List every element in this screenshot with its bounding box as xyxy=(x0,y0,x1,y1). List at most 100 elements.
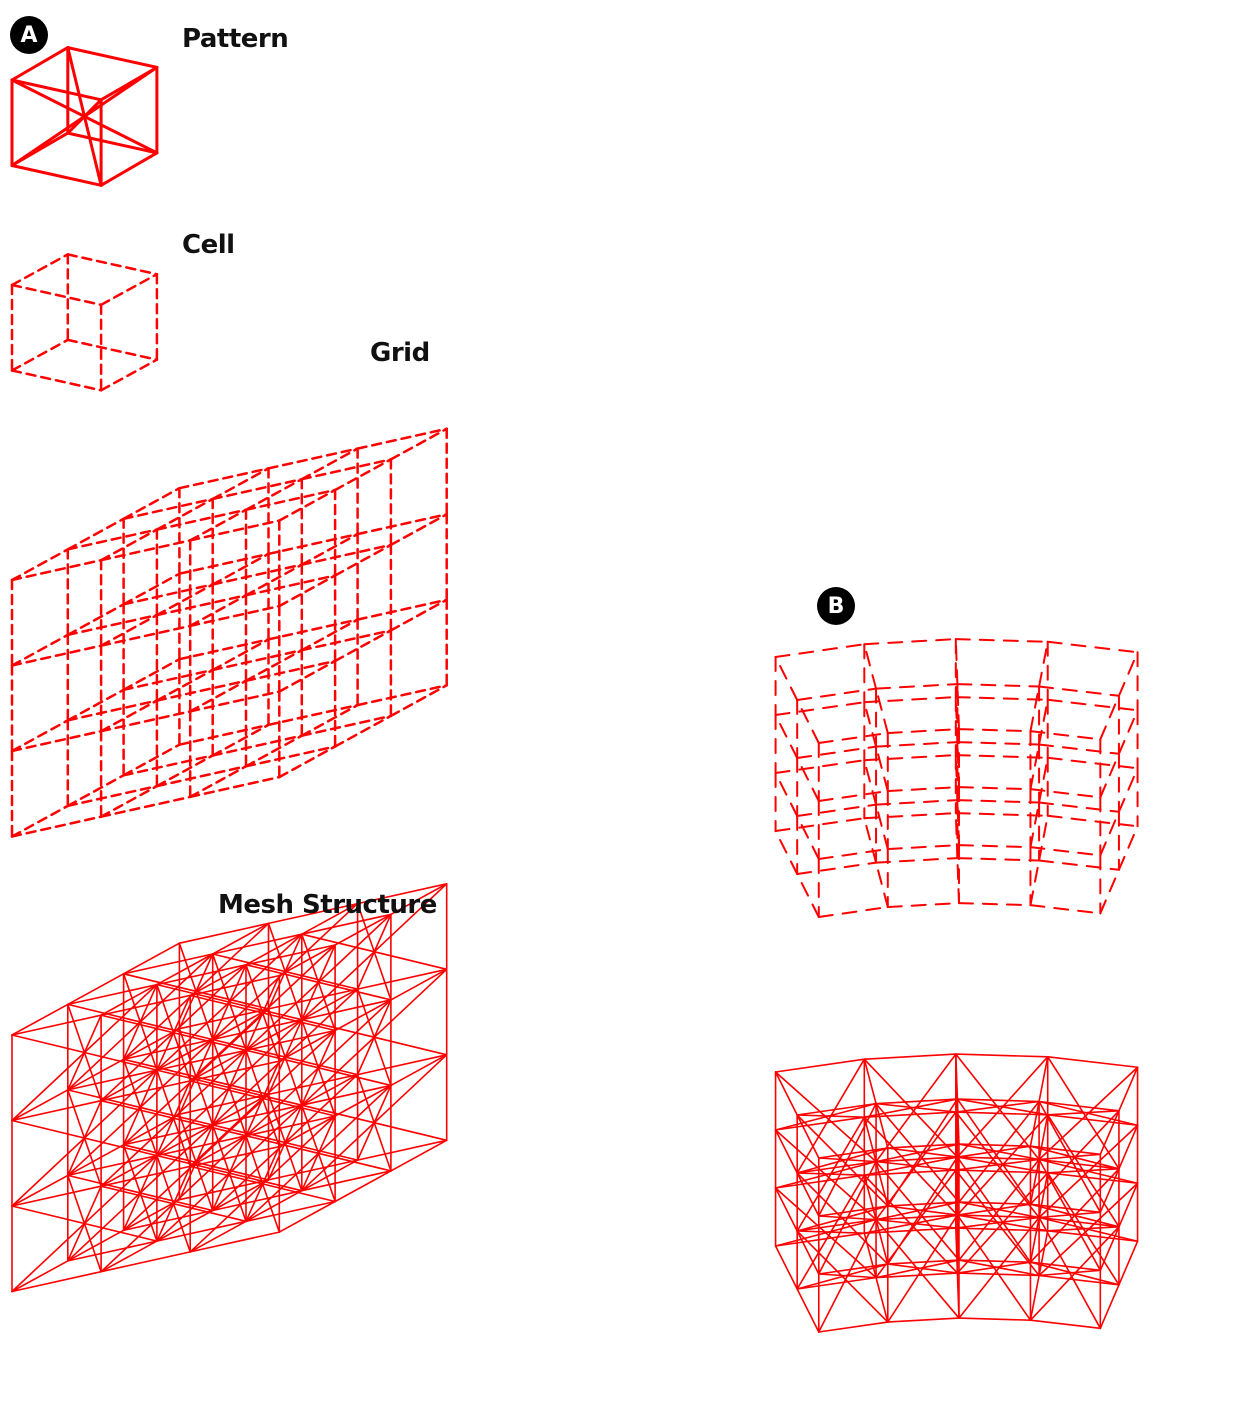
lattice-edge xyxy=(68,974,124,1005)
pattern-label: Pattern xyxy=(182,24,288,54)
lattice-edge xyxy=(797,863,876,874)
lattice-edge xyxy=(391,1140,447,1171)
lattice-edge xyxy=(1119,710,1138,754)
lattice-edge xyxy=(1030,744,1039,789)
lattice-edge xyxy=(1039,1067,1137,1159)
lattice-edge xyxy=(1039,1125,1137,1217)
lattice-edge xyxy=(179,725,268,745)
lattice-edge xyxy=(864,818,876,862)
lattice-edge xyxy=(776,831,798,874)
lattice-edge xyxy=(101,530,157,561)
lattice-edge xyxy=(864,1117,957,1215)
lattice-edge xyxy=(819,849,888,859)
lattice-edge xyxy=(776,1188,798,1231)
lattice-edge xyxy=(246,661,335,681)
curved-mesh-structure xyxy=(776,1054,1138,1332)
lattice-edge xyxy=(776,818,865,831)
lattice-edge xyxy=(213,725,269,756)
lattice-edge xyxy=(776,773,798,816)
lattice-edge xyxy=(190,510,246,541)
lattice-edge xyxy=(269,705,358,725)
lattice-edge xyxy=(213,1105,302,1125)
lattice-edge xyxy=(956,813,1048,816)
lattice-edge xyxy=(101,274,157,305)
lattice-edge xyxy=(68,985,157,1005)
lattice-edge xyxy=(246,490,335,510)
lattice-edge xyxy=(124,585,213,605)
lattice-edge xyxy=(957,1099,1030,1204)
lattice-edge xyxy=(213,639,269,670)
lattice-edge xyxy=(12,806,68,837)
lattice-edge xyxy=(797,758,819,801)
lattice-edge xyxy=(876,689,888,733)
lattice-edge xyxy=(776,715,798,758)
lattice-edge xyxy=(246,576,335,596)
lattice-edge xyxy=(1039,1183,1137,1275)
lattice-edge xyxy=(1039,802,1119,811)
mesh-structure-label: Mesh Structure xyxy=(218,890,437,920)
lattice-edge xyxy=(776,702,865,715)
lattice-edge xyxy=(12,254,68,285)
lattice-edge xyxy=(190,777,279,797)
lattice-edge xyxy=(68,1156,157,1176)
lattice-edge xyxy=(959,845,1030,847)
lattice-edge xyxy=(179,468,268,488)
lattice-edge xyxy=(1039,816,1048,861)
mesh-structure xyxy=(12,884,447,1292)
lattice-edge xyxy=(1039,642,1048,687)
lattice-edge xyxy=(876,863,888,907)
lattice-edge xyxy=(213,934,302,954)
cell-label: Cell xyxy=(182,230,235,260)
lattice-edge xyxy=(1030,802,1039,847)
lattice-edge xyxy=(68,133,157,153)
lattice-edge xyxy=(1030,1227,1118,1320)
lattice-edge xyxy=(157,1136,246,1156)
lattice-edge xyxy=(391,685,447,716)
lattice-edge xyxy=(302,534,358,565)
lattice-edge xyxy=(1048,1231,1138,1241)
lattice-edge xyxy=(358,1140,447,1160)
lattice-edge xyxy=(864,1059,957,1157)
lattice-edge xyxy=(819,1322,888,1332)
lattice-edge xyxy=(124,499,213,519)
lattice-edge xyxy=(68,690,124,721)
lattice-edge xyxy=(864,644,876,688)
lattice-edge xyxy=(864,1054,956,1059)
lattice-edge xyxy=(12,635,68,666)
lattice-edge xyxy=(68,604,124,635)
lattice-edge xyxy=(1119,1067,1138,1111)
lattice-edge xyxy=(1048,1173,1138,1183)
lattice-edge xyxy=(213,554,269,585)
lattice-edge xyxy=(797,1289,819,1332)
lattice-edge xyxy=(157,499,213,530)
lattice-edge xyxy=(957,1157,1030,1262)
lattice-edge xyxy=(246,565,302,596)
lattice-edge xyxy=(157,670,213,701)
lattice-edge xyxy=(391,429,447,460)
lattice-edge xyxy=(1119,826,1138,870)
lattice-edge xyxy=(959,787,1030,789)
curved-grid xyxy=(776,639,1138,917)
lattice-edge xyxy=(157,585,213,616)
lattice-edge xyxy=(213,736,302,756)
lattice-edge xyxy=(12,166,101,186)
lattice-edge xyxy=(101,1081,190,1101)
lattice-edge xyxy=(269,534,358,554)
lattice-edge xyxy=(1030,860,1039,905)
lattice-edge xyxy=(68,1070,157,1090)
lattice-edge xyxy=(302,1000,391,1020)
lattice-edge xyxy=(1030,1320,1100,1328)
lattice-edge xyxy=(269,449,358,469)
lattice-edge xyxy=(101,540,190,560)
lattice-edge xyxy=(888,729,959,733)
lattice-edge xyxy=(1100,696,1119,740)
lattice-edge xyxy=(1039,1275,1119,1284)
lattice-edge xyxy=(213,565,302,585)
cell-cube xyxy=(12,254,157,390)
lattice-edge xyxy=(12,560,101,580)
lattice-edge xyxy=(213,1020,302,1040)
lattice-edge xyxy=(101,711,190,731)
lattice-edge xyxy=(1119,1241,1138,1285)
lattice-edge xyxy=(959,1318,1030,1320)
